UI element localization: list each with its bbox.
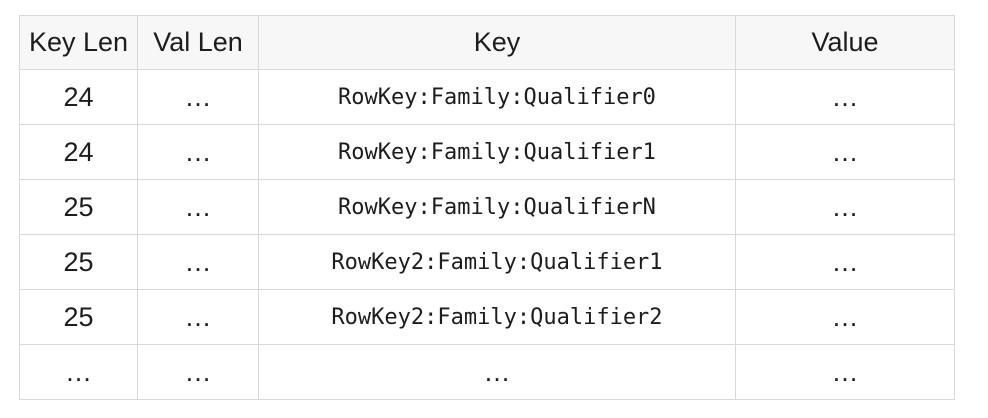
cell-key-len: …	[19, 344, 138, 400]
table-row: 24…RowKey:Family:Qualifier1…	[19, 124, 955, 180]
cell-key: RowKey2:Family:Qualifier2	[258, 289, 736, 345]
column-header-key-len: Key Len	[19, 15, 138, 70]
table-row: 25…RowKey2:Family:Qualifier1…	[19, 234, 955, 290]
cell-key-len: 25	[19, 289, 138, 345]
cell-key-len: 25	[19, 179, 138, 235]
cell-key: RowKey:Family:Qualifier1	[258, 124, 736, 180]
table-row: 25…RowKey2:Family:Qualifier2…	[19, 289, 955, 345]
table-row: 24…RowKey:Family:Qualifier0…	[19, 69, 955, 125]
cell-key-len: 24	[19, 124, 138, 180]
column-header-key: Key	[258, 15, 736, 70]
cell-key: …	[258, 344, 736, 400]
column-header-value: Value	[735, 15, 955, 70]
cell-key: RowKey2:Family:Qualifier1	[258, 234, 736, 290]
cell-value: …	[735, 124, 955, 180]
column-header-val-len: Val Len	[137, 15, 259, 70]
table-body: 24…RowKey:Family:Qualifier0…24…RowKey:Fa…	[19, 69, 955, 400]
cell-value: …	[735, 289, 955, 345]
table-row: …………	[19, 344, 955, 400]
cell-value: …	[735, 179, 955, 235]
cell-val-len: …	[137, 124, 259, 180]
cell-val-len: …	[137, 69, 259, 125]
cell-val-len: …	[137, 179, 259, 235]
cell-key-len: 25	[19, 234, 138, 290]
cell-value: …	[735, 69, 955, 125]
cell-val-len: …	[137, 289, 259, 345]
cell-val-len: …	[137, 344, 259, 400]
cell-key-len: 24	[19, 69, 138, 125]
cell-value: …	[735, 344, 955, 400]
cell-key: RowKey:Family:Qualifier0	[258, 69, 736, 125]
cell-key: RowKey:Family:QualifierN	[258, 179, 736, 235]
cell-val-len: …	[137, 234, 259, 290]
table-row: 25…RowKey:Family:QualifierN…	[19, 179, 955, 235]
cell-value: …	[735, 234, 955, 290]
